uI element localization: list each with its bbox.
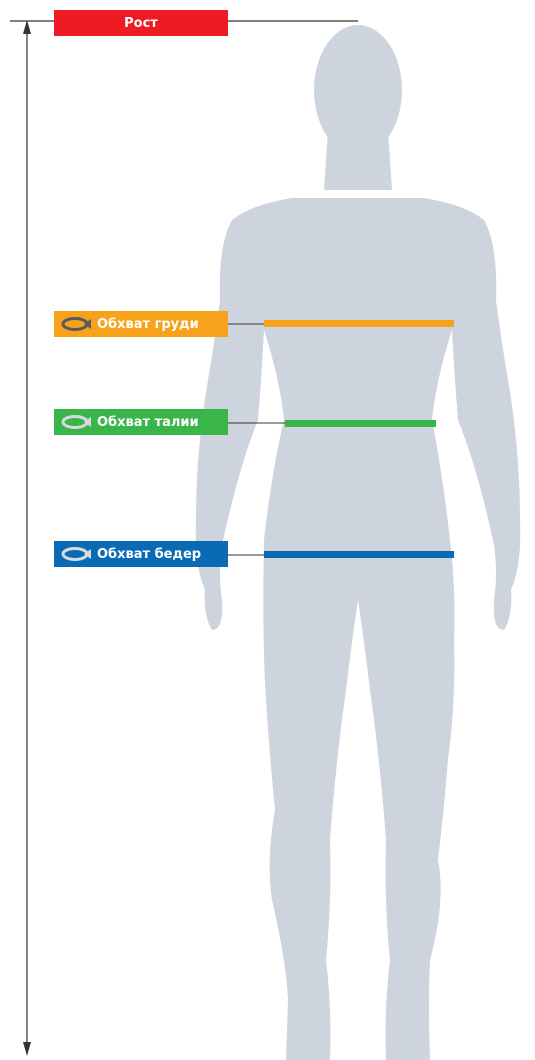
- chest-measure-bar: [264, 320, 454, 327]
- hips-label: Обхват бедер: [54, 541, 228, 567]
- height-label: Рост: [54, 10, 228, 36]
- rotate-arrow-icon: [60, 545, 92, 563]
- waist-label: Обхват талии: [54, 409, 228, 435]
- rotate-arrow-icon: [60, 413, 92, 431]
- height-label-text: Рост: [124, 16, 158, 31]
- chest-label: Обхват груди: [54, 311, 228, 337]
- waist-label-text: Обхват талии: [97, 415, 199, 430]
- hips-measure-bar: [264, 551, 454, 558]
- chest-label-text: Обхват груди: [97, 317, 199, 332]
- rotate-arrow-icon: [60, 315, 92, 333]
- body-silhouette: [196, 25, 521, 1060]
- hips-label-text: Обхват бедер: [97, 547, 201, 562]
- waist-measure-bar: [285, 420, 436, 427]
